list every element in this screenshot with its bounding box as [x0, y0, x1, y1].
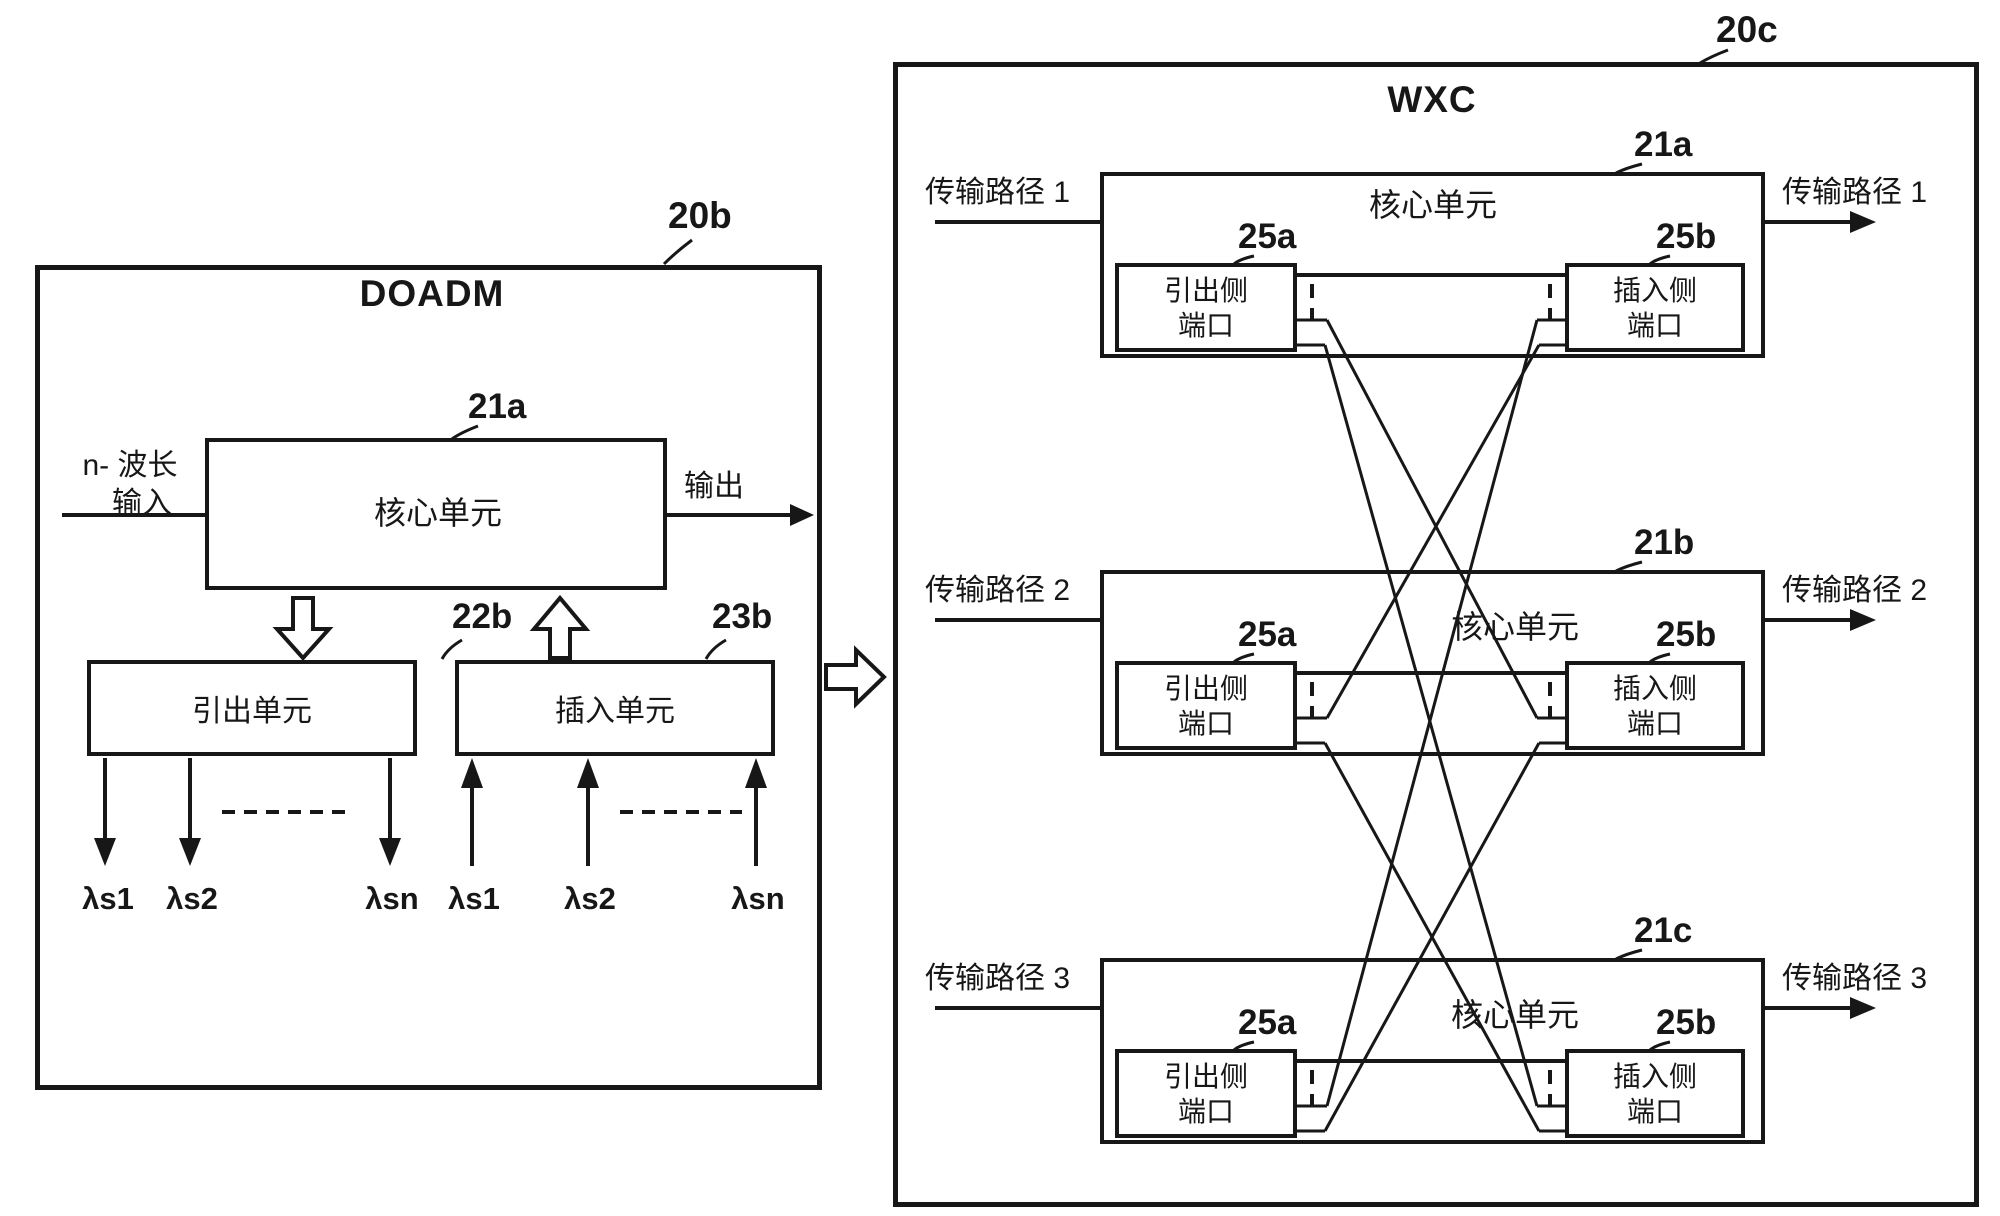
wxc-unit2-path-out-label: 传输路径 2 — [1782, 574, 1928, 607]
wxc-unit2-add-port-box: 插入侧 端口 — [1565, 661, 1745, 750]
add-wavelength-label-3: λsn — [731, 881, 785, 916]
doadm-core-ref-label: 21a — [468, 387, 527, 426]
wxc-unit3-path-out-label: 传输路径 3 — [1782, 962, 1928, 995]
wxc-core-unit-box-1 — [1100, 172, 1765, 358]
wxc-unit1-add-port-box: 插入侧 端口 — [1565, 263, 1745, 352]
wxc-unit3-add-port-box: 插入侧 端口 — [1565, 1049, 1745, 1138]
cross-connect-line-u2drop-u1add — [1325, 344, 1541, 719]
doadm-add-unit-label: 插入单元 — [555, 695, 675, 728]
drop-wavelength-label-3: λsn — [365, 881, 419, 916]
doadm-add-unit-box: 插入单元 — [455, 660, 775, 756]
wxc-unit3-add-port-label-line1: 插入侧 — [1612, 1060, 1697, 1092]
wxc-unit3-drop-port-label-line1: 引出侧 — [1163, 1060, 1248, 1092]
down-block-arrow-icon — [272, 596, 334, 661]
wxc-unit3-add-port-label-line2: 端口 — [1626, 1095, 1683, 1127]
wxc-unit2-add-port-ref-label: 25b — [1656, 615, 1717, 654]
wxc-unit2-core-label: 核心单元 — [1450, 609, 1580, 645]
cross-connect-line-u1drop-u2add — [1325, 319, 1539, 719]
wxc-unit1-path-out-label: 传输路径 1 — [1782, 176, 1928, 209]
doadm-core-unit-box — [205, 438, 667, 590]
wxc-unit2-drop-port-box: 引出侧 端口 — [1115, 661, 1297, 750]
wxc-unit3-drop-port-label-line2: 端口 — [1177, 1095, 1234, 1127]
add-arrowhead-1 — [461, 758, 483, 788]
doadm-drop-unit-label: 引出单元 — [192, 695, 312, 728]
cross-connect-line-u3drop-u1add — [1325, 319, 1539, 1107]
wxc-unit1-path-out-arrowhead — [1850, 211, 1876, 233]
doadm-drop-unit-box: 引出单元 — [87, 660, 417, 756]
wxc-unit1-port-stubs — [1297, 318, 1565, 347]
wxc-unit3-port-stubs — [1297, 1104, 1565, 1133]
wxc-unit1-add-port-ref-label: 25b — [1656, 217, 1717, 256]
doadm-add-unit-ref-label: 23b — [712, 597, 773, 636]
add-wavelength-label-2: λs2 — [564, 881, 616, 916]
wxc-unit1-ref-label: 21a — [1634, 125, 1693, 164]
right-block-arrow-icon — [824, 645, 887, 709]
doadm-ref-label: 20b — [668, 195, 732, 236]
ref-tick-23b — [704, 638, 727, 660]
wxc-unit2-ref-label: 21b — [1634, 523, 1695, 562]
wxc-unit1-drop-port-label-line2: 端口 — [1177, 309, 1234, 341]
wxc-core-unit-box-2 — [1100, 570, 1765, 756]
wxc-unit3-drop-port-ref-label: 25a — [1238, 1003, 1297, 1042]
wxc-unit3-drop-port-box: 引出侧 端口 — [1115, 1049, 1297, 1138]
doadm-output-arrowhead — [790, 504, 814, 526]
wxc-unit3-ref-label: 21c — [1634, 911, 1693, 950]
wxc-unit1-path-in-label: 传输路径 1 — [925, 176, 1071, 209]
wxc-unit1-drop-port-box: 引出侧 端口 — [1115, 263, 1297, 352]
doadm-output-label: 输出 — [684, 470, 744, 503]
wxc-unit2-drop-port-label-line2: 端口 — [1177, 707, 1234, 739]
ref-tick-20b — [662, 238, 693, 266]
add-arrowhead-2 — [577, 758, 599, 788]
wxc-unit1-drop-port-label-line1: 引出侧 — [1163, 274, 1248, 306]
wxc-core-unit-box-3 — [1100, 958, 1765, 1144]
wxc-unit2-add-port-label-line1: 插入侧 — [1612, 672, 1697, 704]
wxc-unit2-path-out-arrowhead — [1850, 609, 1876, 631]
doadm-input-label-line2: 输入 — [112, 487, 172, 520]
wxc-unit2-add-port-label-line2: 端口 — [1626, 707, 1683, 739]
add-wavelength-label-1: λs1 — [448, 881, 500, 916]
wxc-ref-label: 20c — [1716, 9, 1778, 50]
wxc-title: WXC — [1387, 79, 1477, 120]
cross-connect-line-u1drop-u3add — [1323, 344, 1539, 1107]
wxc-unit3-path-out-arrowhead — [1850, 997, 1876, 1019]
doadm-title: DOADM — [359, 273, 505, 314]
up-block-arrow-icon — [529, 594, 591, 660]
wxc-unit2-port-stubs — [1297, 716, 1565, 745]
drop-arrowhead-2 — [179, 838, 201, 866]
wxc-unit1-add-port-label-line1: 插入侧 — [1612, 274, 1697, 306]
wxc-unit1-drop-port-ref-label: 25a — [1238, 217, 1297, 256]
cross-connect-line-u3drop-u2add — [1323, 742, 1541, 1132]
wxc-box — [893, 62, 1979, 1207]
wxc-unit1-add-port-label-line2: 端口 — [1626, 309, 1683, 341]
wxc-unit3-path-in-label: 传输路径 3 — [925, 962, 1071, 995]
doadm-box — [35, 265, 822, 1090]
add-arrowhead-3 — [745, 758, 767, 788]
doadm-core-unit-label: 核心单元 — [373, 495, 503, 531]
wxc-unit3-core-label: 核心单元 — [1450, 997, 1580, 1033]
drop-wavelength-label-2: λs2 — [166, 881, 218, 916]
wxc-unit2-drop-port-label-line1: 引出侧 — [1163, 672, 1248, 704]
drop-arrowhead-3 — [379, 838, 401, 866]
wxc-unit2-path-in-label: 传输路径 2 — [925, 574, 1071, 607]
ref-tick-22b — [440, 638, 463, 660]
ref-tick-21a-doadm — [451, 424, 479, 441]
wxc-unit1-core-label: 核心单元 — [1368, 187, 1498, 223]
ref-tick-20c — [1699, 48, 1729, 65]
doadm-input-label-line1: n- 波长 — [82, 449, 178, 482]
wxc-unit3-add-port-ref-label: 25b — [1656, 1003, 1717, 1042]
wxc-unit2-drop-port-ref-label: 25a — [1238, 615, 1297, 654]
drop-wavelength-label-1: λs1 — [82, 881, 134, 916]
doadm-drop-unit-ref-label: 22b — [452, 597, 513, 636]
drop-arrowhead-1 — [94, 838, 116, 866]
